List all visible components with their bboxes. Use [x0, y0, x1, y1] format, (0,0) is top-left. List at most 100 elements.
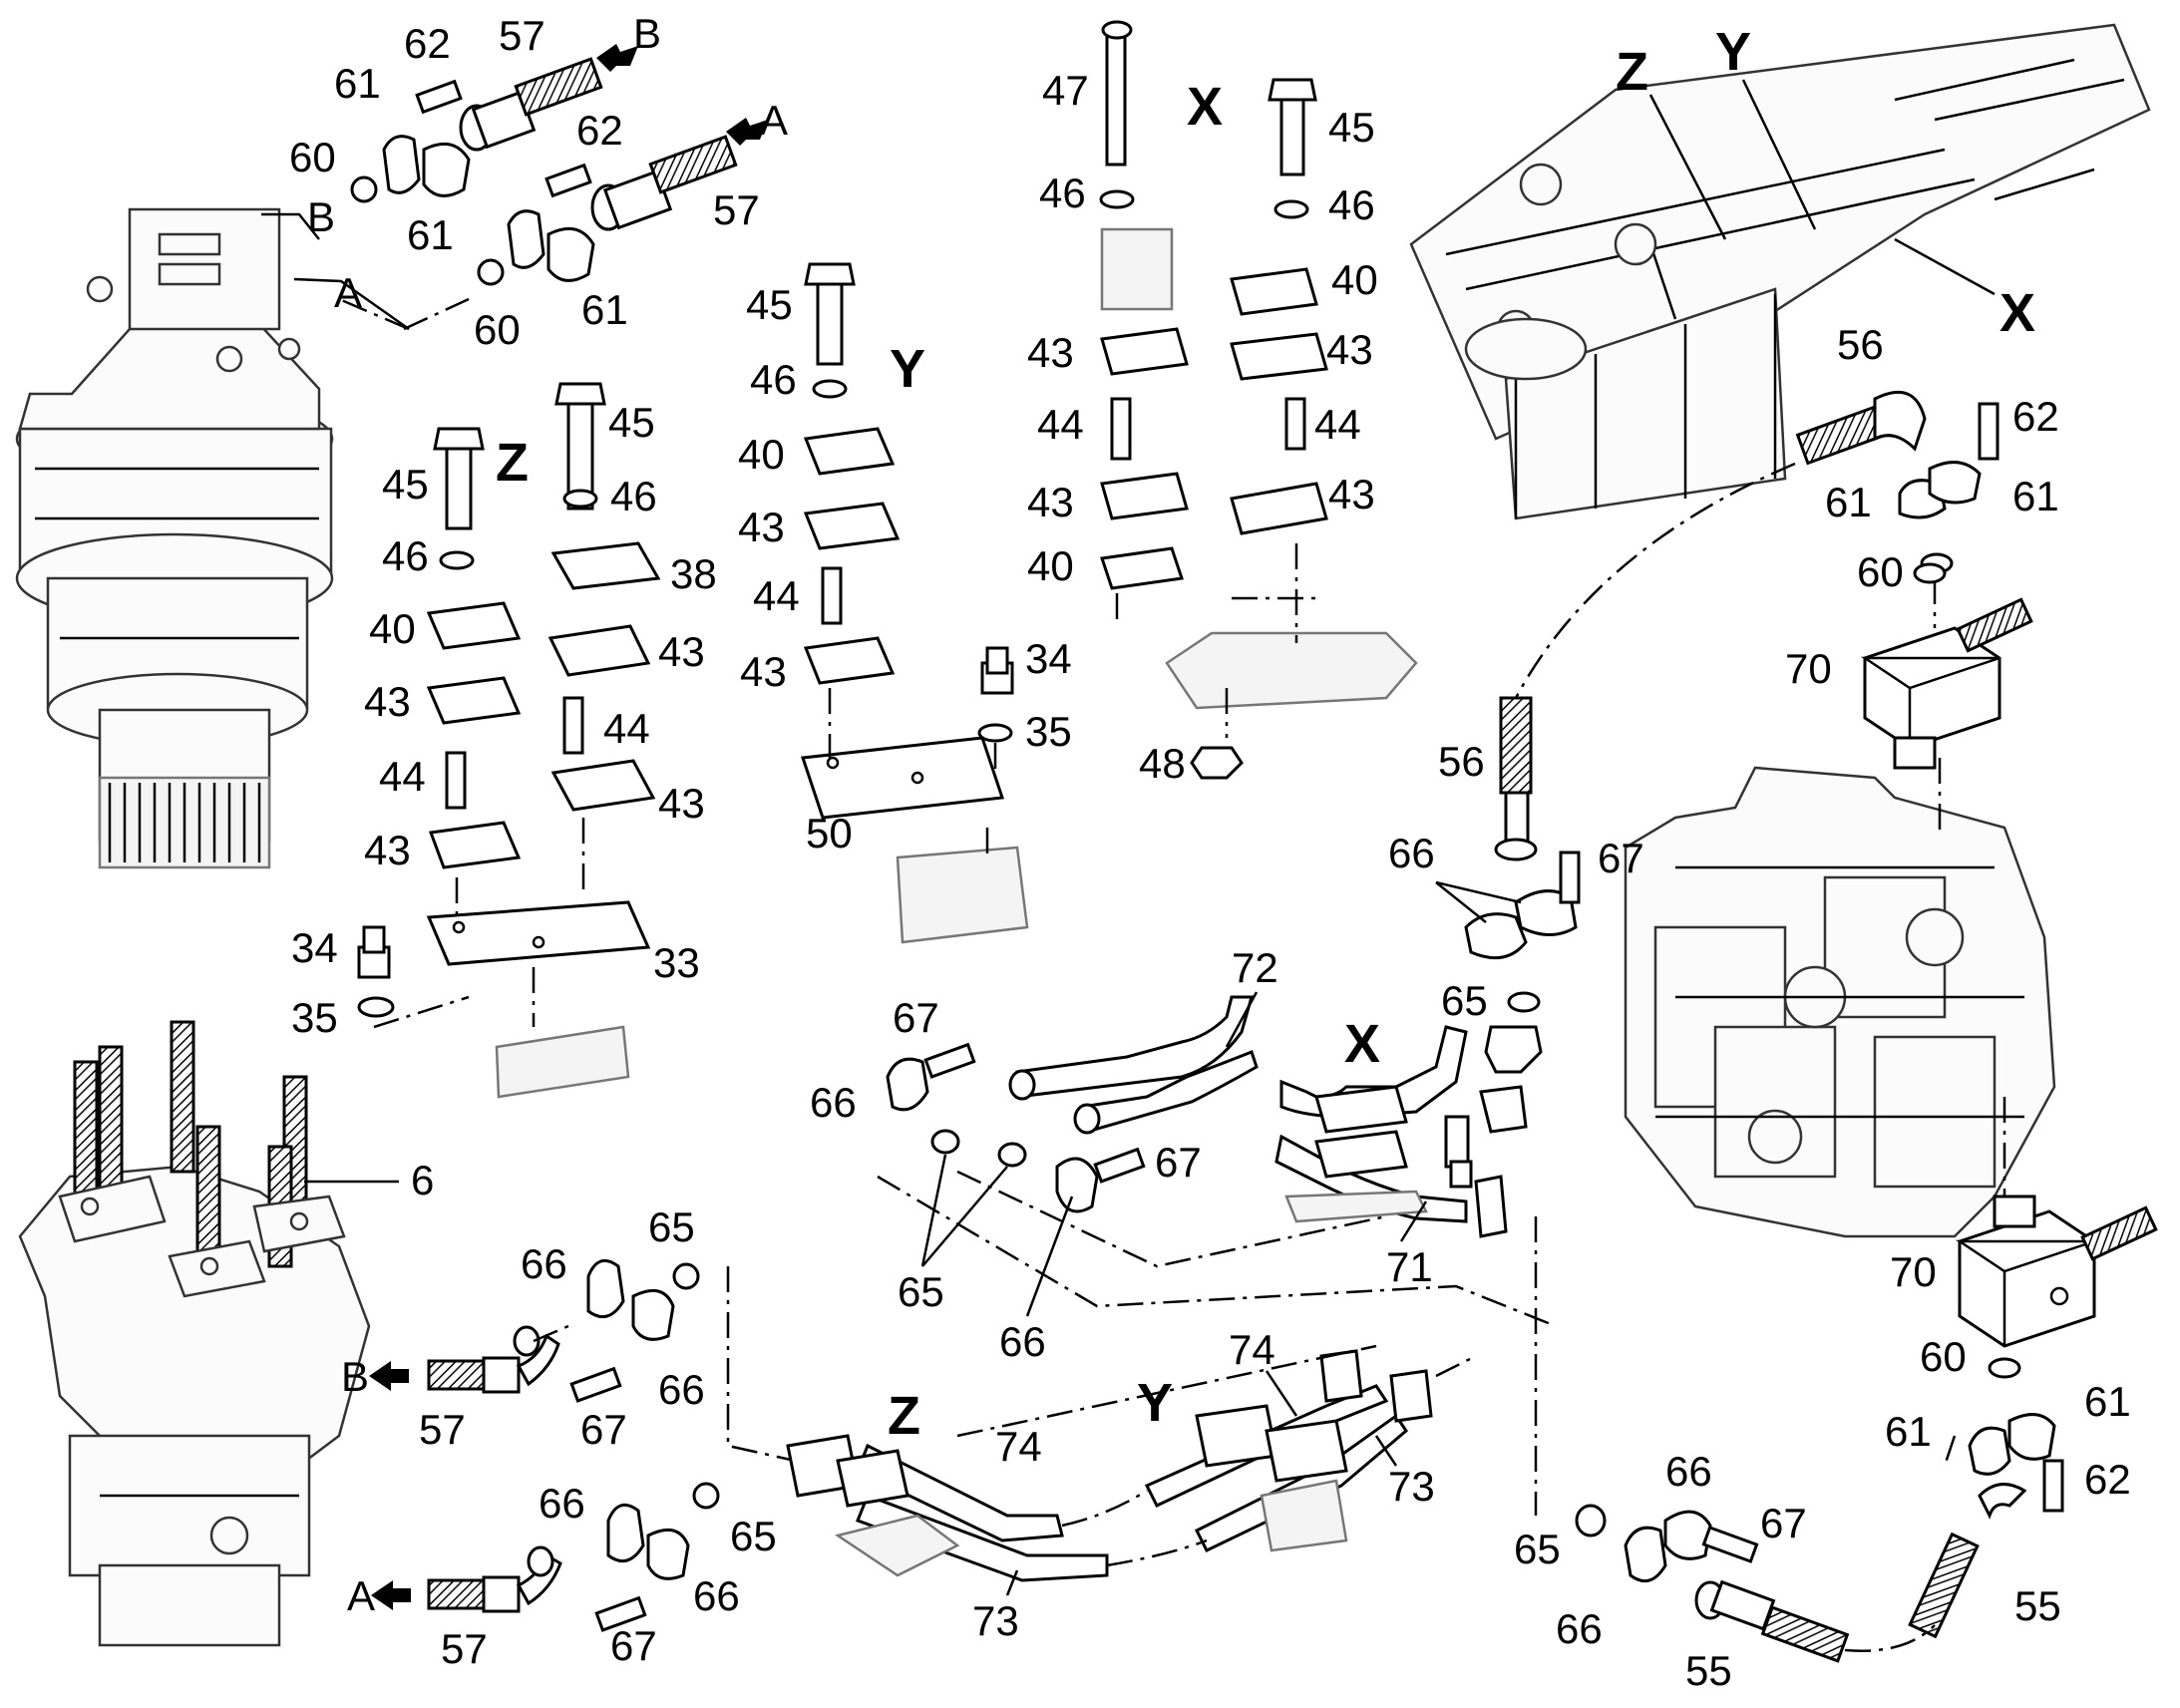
hose-56-lower: [1464, 696, 1581, 1074]
label-46-y: 46: [750, 356, 797, 403]
label-62-r1: 62: [2012, 393, 2059, 440]
label-61-a: 61: [334, 60, 381, 107]
port-b-bottom: B: [341, 1353, 369, 1400]
clamp-stack-y: [800, 262, 1029, 944]
label-66-l2: 66: [658, 1366, 705, 1413]
label-71: 71: [1386, 1243, 1433, 1290]
label-73-b: 73: [1388, 1463, 1435, 1510]
label-60-r1: 60: [1857, 548, 1904, 595]
hose-assembly-top-left: [261, 44, 768, 331]
flange-clamps-middle: [877, 1042, 1557, 1516]
label-45-z2: 45: [608, 399, 655, 446]
label-43-x3: 43: [1326, 326, 1373, 373]
label-66-r2: 66: [1665, 1448, 1712, 1495]
label-65-m1: 65: [898, 1268, 944, 1315]
label-48: 48: [1139, 740, 1186, 787]
label-65-r2: 65: [1514, 1526, 1561, 1572]
port-b-motor: B: [307, 193, 335, 240]
label-66-m1: 66: [810, 1079, 857, 1126]
clamp-stack-x: [1099, 20, 1418, 780]
label-40-x2: 40: [1331, 256, 1378, 303]
label-74-a: 74: [995, 1423, 1042, 1470]
label-44-x1: 44: [1037, 401, 1084, 448]
machine-frame-drawing: [1409, 23, 2151, 520]
label-35-y: 35: [1025, 708, 1072, 755]
label-40-z: 40: [369, 605, 416, 652]
label-34-y: 34: [1025, 635, 1072, 682]
label-43-z1: 43: [364, 678, 411, 725]
label-33: 33: [653, 939, 700, 986]
label-56-b: 56: [1438, 738, 1485, 785]
label-40-x1: 40: [1027, 542, 1074, 589]
view-y-bottom: Y: [1137, 1373, 1173, 1433]
label-62-r2: 62: [2084, 1456, 2131, 1503]
label-66-m2: 66: [999, 1318, 1046, 1365]
label-57-l2: 57: [441, 1625, 488, 1672]
label-62-a: 62: [404, 20, 451, 67]
label-61-c: 61: [581, 286, 628, 333]
label-67-l2: 67: [610, 1622, 657, 1669]
label-61-r4: 61: [2084, 1378, 2131, 1425]
leader-66-r1: [1435, 880, 1522, 923]
label-45-x: 45: [1328, 104, 1375, 151]
leader-73-b: [1374, 1435, 1398, 1467]
label-61-r2: 61: [2012, 473, 2059, 519]
label-57-l1: 57: [419, 1406, 466, 1453]
label-66-r3: 66: [1556, 1605, 1603, 1652]
leader-66-m2: [1025, 1196, 1074, 1317]
label-34-z: 34: [291, 924, 338, 971]
label-55-b: 55: [1685, 1647, 1732, 1694]
port-a-top: A: [760, 97, 788, 144]
label-65-l2: 65: [730, 1513, 777, 1559]
travel-motor-drawing: [15, 207, 334, 869]
label-57-b: 57: [713, 186, 760, 233]
leader-73-a: [1005, 1569, 1019, 1596]
part-labels: 62 57 61 60 62 57 61 61 60 B A B A 45 46…: [289, 10, 2131, 1694]
label-47: 47: [1042, 67, 1089, 114]
label-66-l1: 66: [521, 1240, 567, 1287]
label-44-x2: 44: [1314, 401, 1361, 448]
view-z-frame: Z: [1616, 42, 1648, 102]
label-57-a: 57: [499, 12, 545, 59]
label-56-a: 56: [1837, 321, 1884, 368]
leader-y-frame: [1741, 79, 1817, 230]
label-67-l1: 67: [580, 1406, 627, 1453]
view-y-frame: Y: [1715, 22, 1751, 82]
label-45-y: 45: [746, 281, 793, 328]
label-35-z: 35: [291, 994, 338, 1041]
label-43-z4: 43: [658, 780, 705, 827]
label-66-r1: 66: [1388, 830, 1435, 876]
hoses-57-bottom-left: [369, 1258, 819, 1632]
label-44-y: 44: [753, 572, 800, 619]
leader-72: [1225, 991, 1259, 1048]
label-66-l3: 66: [539, 1480, 585, 1527]
leader-71: [1399, 1200, 1428, 1242]
label-66-l4: 66: [693, 1572, 740, 1619]
label-43-x1: 43: [1027, 329, 1074, 376]
hydraulic-manifold-drawing: [18, 1020, 371, 1647]
valve-70-upper: [1860, 552, 2033, 838]
label-46-z2: 46: [610, 473, 657, 519]
leader-x-frame: [1894, 237, 1996, 296]
valve-70-lower: [1955, 1097, 2158, 1379]
label-40-y: 40: [738, 431, 785, 478]
label-43-y2: 43: [740, 648, 787, 695]
label-43-z2: 43: [364, 827, 411, 873]
label-72: 72: [1232, 944, 1278, 991]
tubes-73-74: [786, 1344, 1477, 1582]
label-60-b: 60: [474, 306, 521, 353]
label-46-x2: 46: [1328, 181, 1375, 228]
view-z-top: Z: [496, 433, 529, 493]
view-x-frame: X: [1999, 283, 2035, 343]
label-62-b: 62: [576, 107, 623, 154]
label-70-b: 70: [1890, 1248, 1937, 1295]
label-67-m1: 67: [893, 994, 939, 1041]
label-46-x1: 46: [1039, 170, 1086, 216]
view-x-middle: X: [1344, 1014, 1380, 1074]
label-44-z2: 44: [603, 705, 650, 752]
label-61-b: 61: [407, 211, 454, 258]
leader-65-m1: [920, 1154, 1008, 1267]
label-70-a: 70: [1785, 645, 1832, 692]
label-45-z1: 45: [382, 461, 429, 508]
